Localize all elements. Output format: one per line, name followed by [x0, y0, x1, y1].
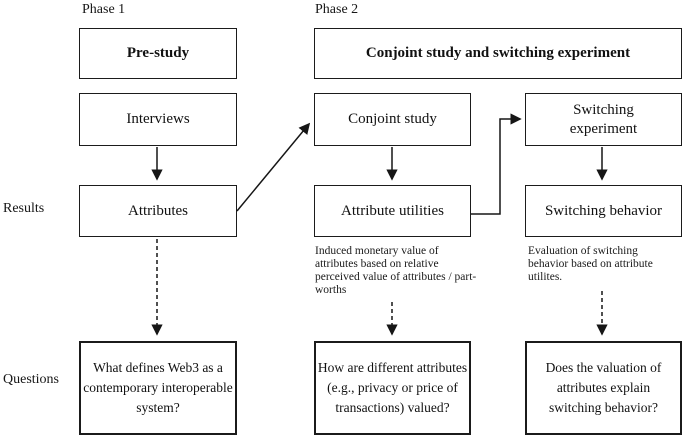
switching-experiment-text: Switching experiment — [569, 101, 638, 137]
results-row-label: Results — [3, 201, 45, 216]
question1-text: What defines Web3 as a contemporary inte… — [83, 359, 233, 416]
switching-behavior-text: Switching behavior — [544, 202, 663, 219]
attribute-utilities-box: Attribute utilities — [314, 185, 471, 237]
questions-row-label: Questions — [3, 372, 59, 387]
question2-box: How are different attributes (e.g., priv… — [314, 341, 471, 435]
conjoint-title-box: Conjoint study and switching experiment — [314, 28, 682, 79]
question3-text: Does the valuation of attributes explain… — [545, 359, 662, 416]
switching-experiment-box: Switching experiment — [525, 93, 682, 146]
attributes-box: Attributes — [79, 185, 237, 237]
arrow-utilities-to-switching-experiment — [471, 113, 522, 215]
phase2-label: Phase 2 — [315, 2, 359, 17]
switching-behavior-box: Switching behavior — [525, 185, 682, 237]
question1-box: What defines Web3 as a contemporary inte… — [79, 341, 237, 435]
interviews-text: Interviews — [126, 111, 190, 128]
question3-box: Does the valuation of attributes explain… — [525, 341, 682, 435]
prestudy-title-text: Pre-study — [126, 45, 190, 62]
attribute-utilities-text: Attribute utilities — [341, 202, 444, 219]
conjoint-title-text: Conjoint study and switching experiment — [365, 45, 631, 62]
phase1-label: Phase 1 — [82, 2, 126, 17]
interviews-box: Interviews — [79, 93, 237, 146]
question2-text: How are different attributes (e.g., priv… — [317, 359, 468, 416]
attribute-utilities-note: Induced monetary value of attributes bas… — [315, 245, 477, 296]
conjoint-study-text: Conjoint study — [348, 111, 437, 128]
prestudy-title-box: Pre-study — [79, 28, 237, 79]
conjoint-study-box: Conjoint study — [314, 93, 471, 146]
attributes-text: Attributes — [128, 202, 188, 219]
switching-behavior-note: Evaluation of switching behavior based o… — [528, 245, 653, 283]
arrow-attributes-to-conjoint-study — [236, 122, 311, 212]
